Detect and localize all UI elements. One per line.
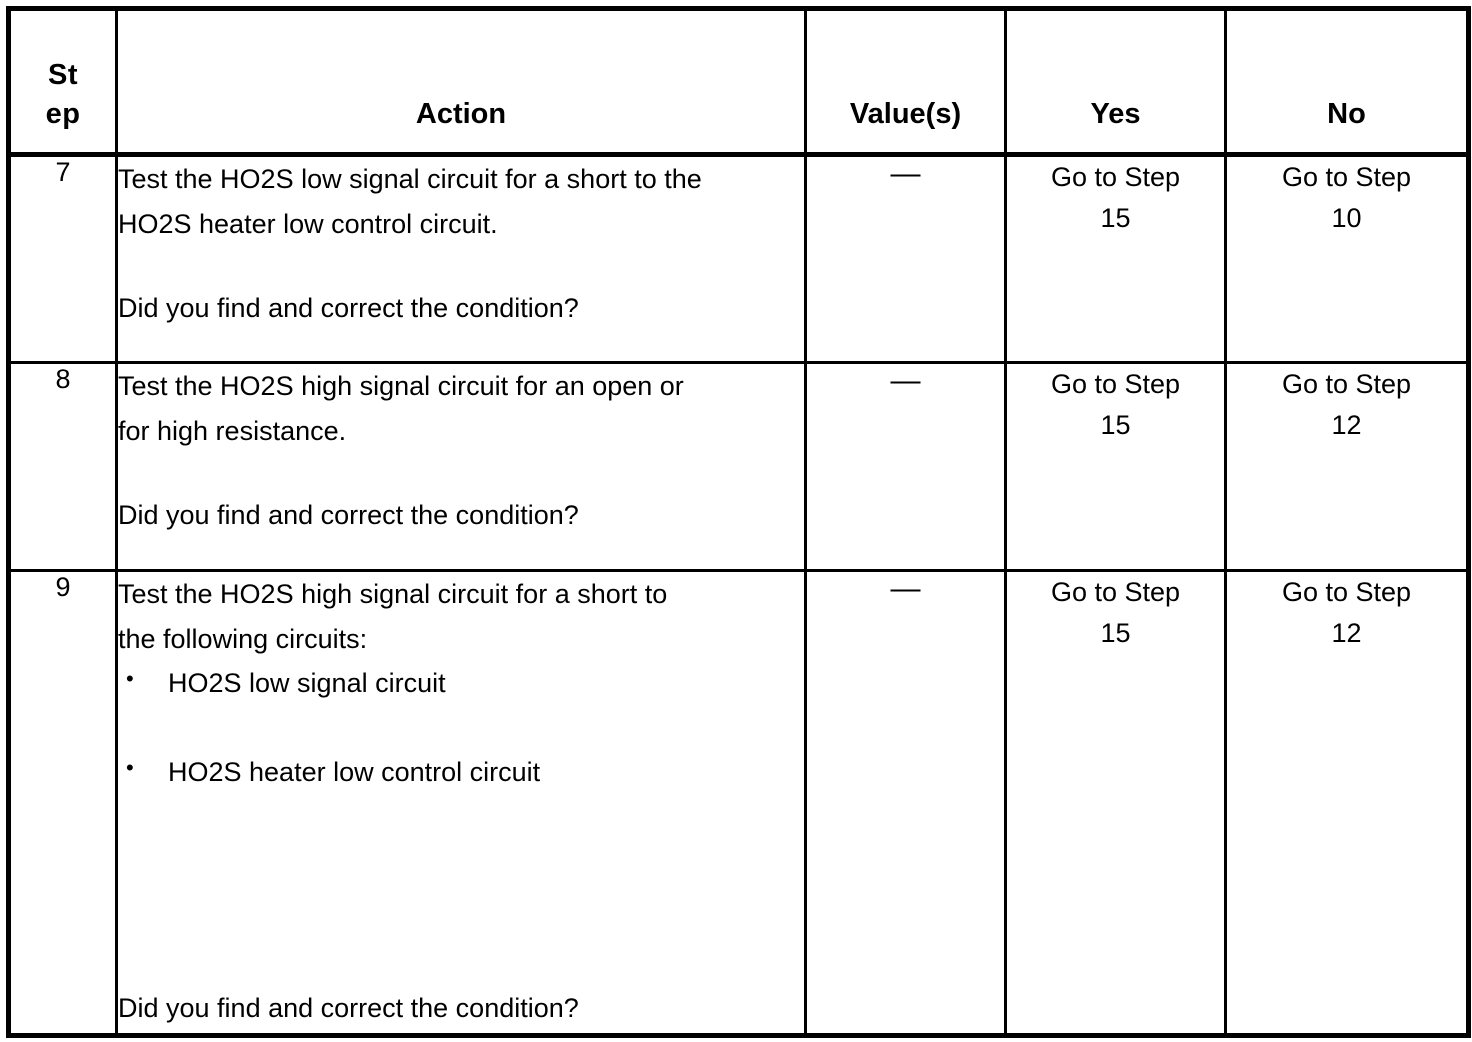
- list-item-label: HO2S heater low control circuit: [168, 756, 541, 787]
- step-action-cell: Test the HO2S high signal circuit for a …: [115, 569, 807, 1037]
- yes-branch-line2: 15: [1100, 409, 1131, 440]
- action-spacer: [118, 453, 804, 493]
- column-header-step-line1: St: [48, 58, 78, 91]
- yes-branch-line2: 15: [1100, 617, 1131, 648]
- step-yes-branch: Go to Step 15: [1004, 153, 1227, 364]
- action-spacer: [118, 246, 804, 286]
- action-spacer: [118, 794, 804, 986]
- action-line: Test the HO2S high signal circuit for an…: [118, 371, 684, 401]
- action-question: Did you find and correct the condition?: [118, 500, 579, 531]
- action-question: Did you find and correct the condition?: [118, 993, 579, 1024]
- yes-branch-line1: Go to Step: [1050, 577, 1181, 607]
- yes-branch-line2: 15: [1100, 202, 1131, 233]
- yes-branch-line1: Go to Step: [1050, 369, 1181, 399]
- step-number: 8: [7, 361, 118, 572]
- no-branch-line1: Go to Step: [1281, 369, 1412, 399]
- table-row: 8 Test the HO2S high signal circuit for …: [7, 361, 1470, 572]
- bullet-icon: •: [126, 754, 134, 780]
- no-branch-line1: Go to Step: [1281, 162, 1412, 192]
- list-item: • HO2S low signal circuit: [118, 661, 804, 706]
- table-header-row: St ep Action Value(s) Yes No: [7, 7, 1470, 157]
- yes-branch-line1: Go to Step: [1050, 162, 1181, 192]
- table-row: 7 Test the HO2S low signal circuit for a…: [7, 153, 1470, 364]
- table-row: 9 Test the HO2S high signal circuit for …: [7, 569, 1470, 1037]
- step-no-branch: Go to Step 10: [1224, 153, 1470, 364]
- action-line: HO2S heater low control circuit.: [118, 208, 498, 239]
- step-action-cell: Test the HO2S high signal circuit for an…: [115, 361, 807, 572]
- column-header-values: Value(s): [804, 7, 1007, 157]
- bullet-icon: •: [126, 666, 134, 692]
- step-value: —: [804, 569, 1007, 1037]
- no-branch-line1: Go to Step: [1281, 577, 1412, 607]
- column-header-step: St ep: [7, 7, 118, 157]
- list-item: • HO2S heater low control circuit: [118, 750, 804, 795]
- step-value: —: [804, 361, 1007, 572]
- column-header-yes: Yes: [1004, 7, 1227, 157]
- step-number: 7: [7, 153, 118, 364]
- no-branch-line2: 12: [1331, 617, 1362, 648]
- diagnostic-steps-table: St ep Action Value(s) Yes No: [6, 6, 1471, 1038]
- no-branch-line2: 10: [1331, 202, 1362, 233]
- step-no-branch: Go to Step 12: [1224, 361, 1470, 572]
- step-no-branch: Go to Step 12: [1224, 569, 1470, 1037]
- column-header-no: No: [1224, 7, 1470, 157]
- action-line: Test the HO2S low signal circuit for a s…: [118, 164, 702, 194]
- step-yes-branch: Go to Step 15: [1004, 361, 1227, 572]
- action-bullet-list: • HO2S low signal circuit • HO2S heater …: [118, 661, 804, 794]
- column-header-action: Action: [115, 7, 807, 157]
- action-question: Did you find and correct the condition?: [118, 293, 579, 324]
- step-yes-branch: Go to Step 15: [1004, 569, 1227, 1037]
- step-value: —: [804, 153, 1007, 364]
- list-item-label: HO2S low signal circuit: [168, 668, 446, 699]
- step-action-cell: Test the HO2S low signal circuit for a s…: [115, 153, 807, 364]
- action-line: the following circuits:: [118, 623, 368, 654]
- step-number: 9: [7, 569, 118, 1037]
- column-header-step-line2: ep: [45, 97, 81, 130]
- action-line: Test the HO2S high signal circuit for a …: [118, 579, 668, 609]
- action-line: for high resistance.: [118, 415, 347, 446]
- list-spacer: [118, 706, 804, 750]
- no-branch-line2: 12: [1331, 409, 1362, 440]
